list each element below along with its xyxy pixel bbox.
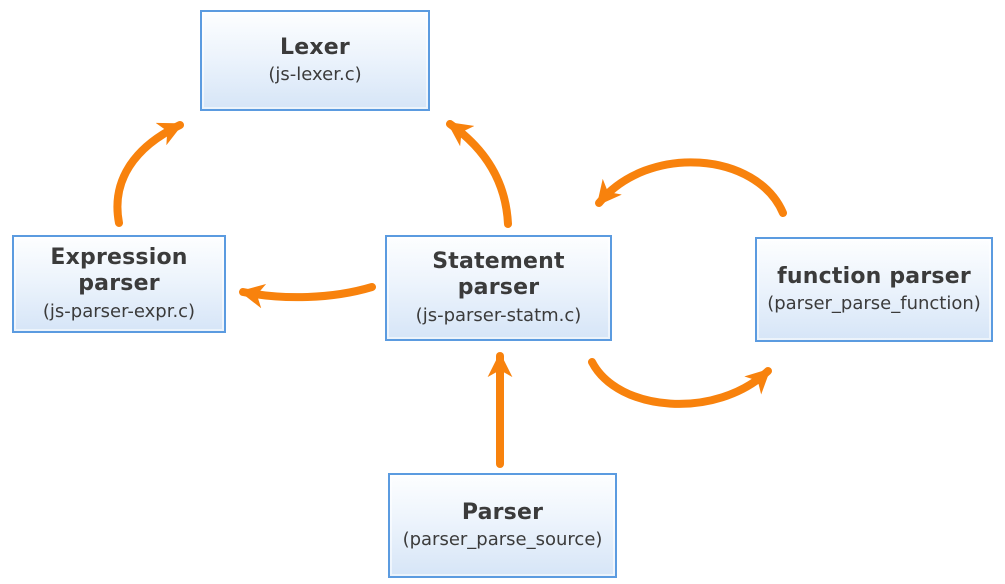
arrow-statement_parser-to-function_parser bbox=[588, 358, 772, 408]
node-statement-parser: Statement parser (js-parser-statm.c) bbox=[385, 235, 612, 341]
arrow-expression_parser-to-lexer bbox=[113, 121, 184, 227]
node-expression-parser-subtitle: (js-parser-expr.c) bbox=[42, 300, 196, 322]
node-parser-title: Parser bbox=[461, 499, 544, 525]
arrow-statement_parser-to-lexer bbox=[446, 120, 512, 228]
node-statement-parser-title: Statement parser bbox=[432, 248, 565, 301]
node-function-parser-subtitle: (parser_parse_function) bbox=[767, 292, 981, 314]
node-expression-parser: Expression parser (js-parser-expr.c) bbox=[12, 235, 226, 333]
node-function-parser: function parser (parser_parse_function) bbox=[755, 237, 993, 342]
node-lexer-title: Lexer bbox=[280, 34, 350, 60]
node-parser-subtitle: (parser_parse_source) bbox=[402, 528, 603, 550]
node-function-parser-title: function parser bbox=[777, 263, 971, 289]
node-lexer-subtitle: (js-lexer.c) bbox=[268, 63, 362, 85]
node-lexer: Lexer (js-lexer.c) bbox=[200, 10, 430, 111]
node-statement-parser-subtitle: (js-parser-statm.c) bbox=[415, 304, 582, 326]
arrow-statement_parser-to-expression_parser bbox=[239, 283, 376, 309]
node-parser: Parser (parser_parse_source) bbox=[388, 473, 617, 578]
node-expression-parser-title: Expression parser bbox=[50, 244, 188, 297]
arrow-function_parser-to-statement_parser bbox=[595, 158, 787, 217]
